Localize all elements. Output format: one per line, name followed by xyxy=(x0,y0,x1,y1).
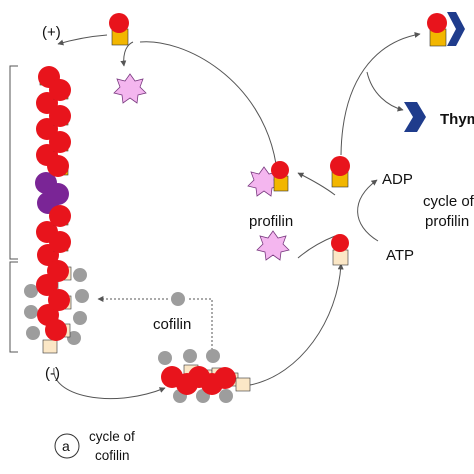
thymosin-actin-complex-icon xyxy=(427,12,465,47)
arrow-minus-to-fragment xyxy=(53,367,166,400)
arrow-to-free-profilin xyxy=(120,41,134,67)
arrow-fragment-to-monomer xyxy=(249,263,344,386)
minus-end-label: (-) xyxy=(45,365,60,382)
actin-atp-monomer-icon xyxy=(330,156,350,188)
thymosin-chevron-icon xyxy=(404,102,426,132)
cofilin-ball-icon xyxy=(171,292,185,306)
cycle-cofilin-line2: cofilin xyxy=(95,448,130,463)
cycle-profilin-line1: cycle of xyxy=(423,193,474,210)
arrow-profilin-to-exchange xyxy=(297,235,336,259)
actin-monomer-icon xyxy=(109,13,129,46)
profilin-label: profilin xyxy=(249,213,293,230)
filament-fragment xyxy=(158,349,251,403)
cycle-profilin-line2: profilin xyxy=(425,213,469,230)
filament-strand-right xyxy=(45,79,72,341)
cycle-cofilin-line1: cycle of xyxy=(89,429,135,444)
atp-label: ATP xyxy=(386,247,414,264)
filament-brackets xyxy=(9,65,18,353)
profilin-actin-complex-icon xyxy=(247,161,289,197)
cofilin-dotted-line xyxy=(189,298,213,350)
connector-arrows xyxy=(53,31,421,400)
actin-adp-monomer-icon xyxy=(331,234,349,266)
cofilin-decoration xyxy=(24,268,89,345)
thymosin-label: Thymosin xyxy=(440,111,474,128)
arrow-thymosin-binding xyxy=(366,71,404,112)
plus-end-label: (+) xyxy=(42,24,61,41)
adp-label: ADP xyxy=(382,171,413,188)
profilin-star-icon-lower xyxy=(256,230,290,261)
profilin-star-icon xyxy=(113,73,147,104)
thymosin-chevron-icon-top xyxy=(447,12,465,46)
arrow-profilin-release xyxy=(139,41,277,165)
cofilin-label: cofilin xyxy=(153,316,191,333)
arrow-atp-adp-exchange xyxy=(357,179,379,242)
arrow-to-plus-end xyxy=(57,34,108,46)
panel-letter-circle xyxy=(54,433,80,459)
panel-letter: a xyxy=(62,438,70,454)
actin-filament xyxy=(24,66,89,354)
arrow-monomer-to-thymosin xyxy=(340,31,421,156)
arrow-exchange-to-profilin xyxy=(297,172,336,196)
